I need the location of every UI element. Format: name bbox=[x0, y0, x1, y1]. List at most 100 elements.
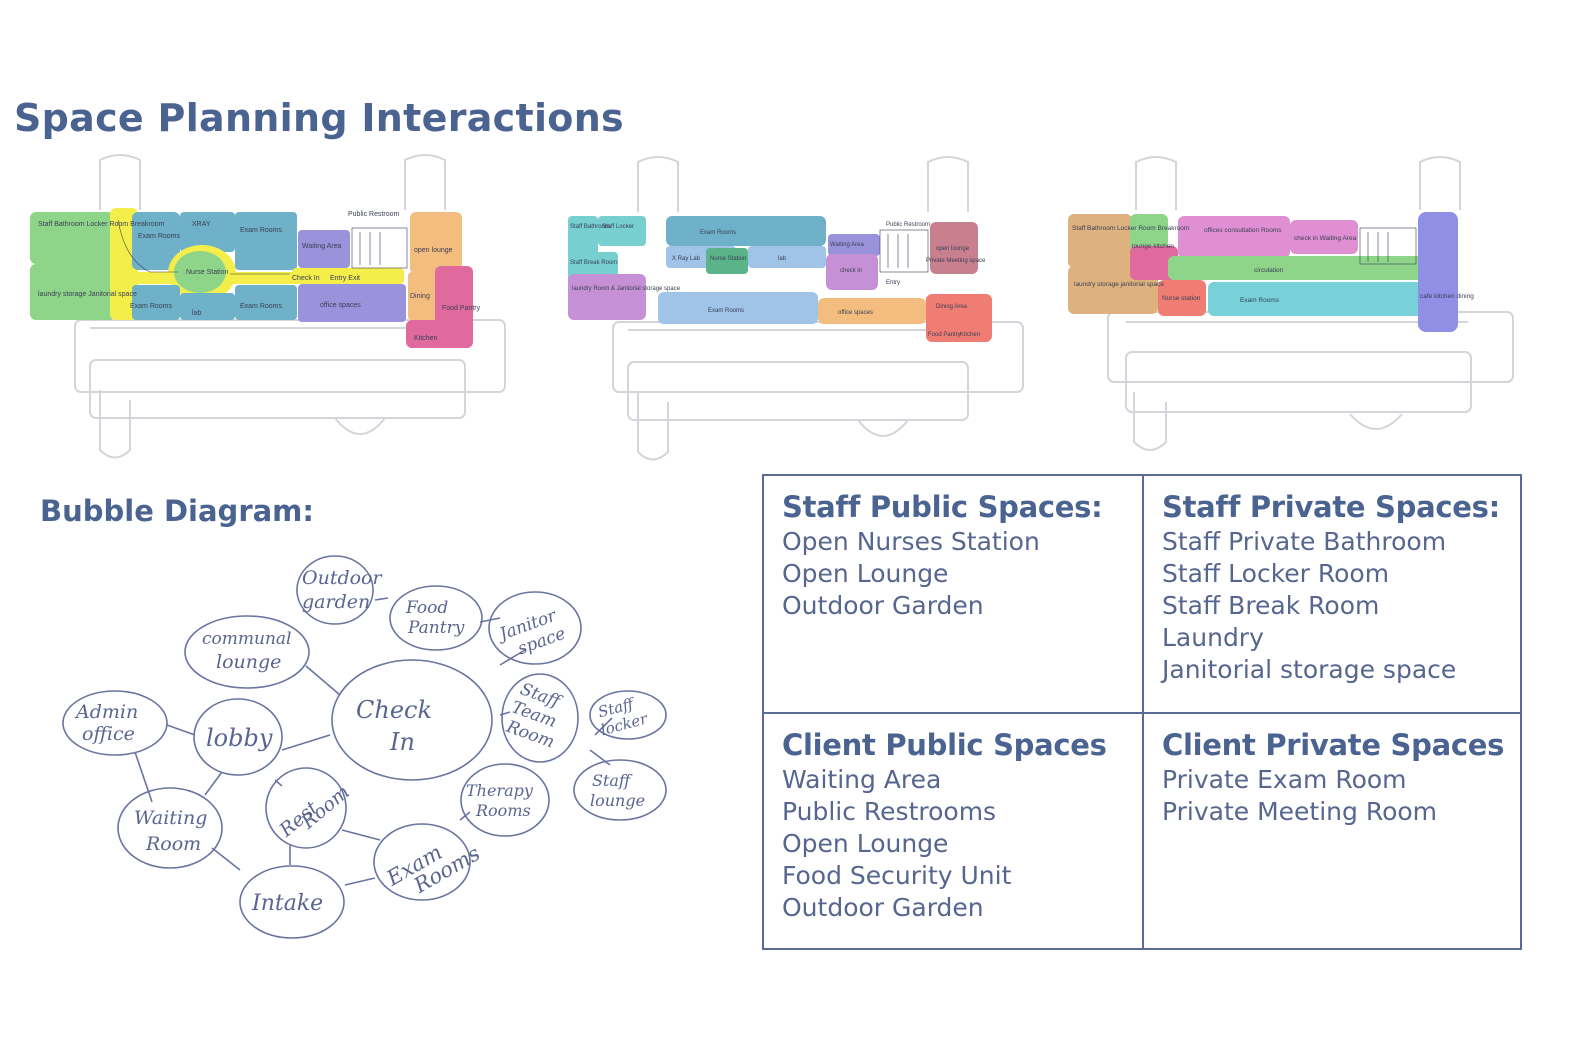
bubble-staff-lounge bbox=[573, 759, 667, 821]
bubble-label-outdoor-1: Outdoor bbox=[302, 567, 383, 589]
plan3-nurse-label: Nurse station bbox=[1162, 295, 1201, 302]
plan3-lounge-label: lounge kitchen bbox=[1132, 243, 1174, 250]
bubble-diagram: Outdoor garden Food Pantry communal loun… bbox=[62, 555, 667, 939]
list-item: Private Exam Room bbox=[1162, 765, 1407, 794]
plan2-lounge-label: open lounge bbox=[936, 246, 970, 252]
bubble-food-pantry bbox=[389, 585, 483, 651]
plan2-xray-label: X Ray Lab bbox=[672, 256, 701, 262]
plan1-food-label: Food Pantry bbox=[442, 305, 481, 312]
list-item: Outdoor Garden bbox=[782, 893, 984, 922]
plan1-lab-label: lab bbox=[192, 310, 201, 317]
staff-private-title: Staff Private Spaces: bbox=[1162, 490, 1500, 524]
bubble-label-lobby: lobby bbox=[206, 724, 273, 752]
list-item: Food Security Unit bbox=[782, 861, 1012, 890]
plan1-public-restroom-label: Public Restroom bbox=[348, 211, 400, 218]
plan1-staff-bath-label: Staff Bathroom Locker Room Breakroom bbox=[38, 221, 164, 228]
list-item: Public Restrooms bbox=[782, 797, 997, 826]
plan1-exam4-label: Exam Rooms bbox=[240, 303, 283, 310]
list-item: Open Lounge bbox=[782, 829, 949, 858]
client-public-title: Client Public Spaces bbox=[782, 728, 1107, 762]
bubble-label-therapy-2: Rooms bbox=[475, 801, 531, 820]
client-public-list: Waiting Area Public Restrooms Open Loung… bbox=[782, 764, 1142, 924]
plan1-xray-label: XRAY bbox=[192, 221, 211, 228]
list-item: Staff Break Room bbox=[1162, 591, 1380, 620]
bubble-label-outdoor-2: garden bbox=[302, 591, 370, 613]
bubble-label-therapy-1: Therapy bbox=[466, 781, 534, 800]
plan2-dining-label: Dining Area bbox=[936, 304, 968, 310]
floor-plans: Staff Bathroom Locker Room Breakroom lau… bbox=[30, 154, 1514, 461]
list-item: Outdoor Garden bbox=[782, 591, 984, 620]
list-item: Private Meeting Room bbox=[1162, 797, 1438, 826]
plan1-checkin-label: Check In bbox=[292, 275, 320, 282]
bubble-waiting-room bbox=[117, 787, 223, 869]
bubble-check-in bbox=[331, 659, 493, 781]
plan1-exam3-label: Exam Rooms bbox=[130, 303, 173, 310]
plan1-kitchen-label: Kitchen bbox=[414, 335, 437, 342]
client-private-cell: Client Private Spaces Private Exam Room … bbox=[1142, 712, 1520, 948]
bubble-label-waiting-1: Waiting bbox=[134, 807, 207, 829]
plan3-laundry-label: laundry storage janitorial space bbox=[1074, 281, 1164, 288]
plan1-laundry-label: laundry storage Janitorial space bbox=[38, 291, 137, 298]
floor-plan-3: Staff Bathroom Locker Room Breakroom lou… bbox=[1068, 156, 1514, 451]
plan2-lab-label: lab bbox=[778, 256, 787, 262]
staff-private-cell: Staff Private Spaces: Staff Private Bath… bbox=[1142, 476, 1520, 712]
plan2-waiting-label: Waiting Area bbox=[830, 242, 864, 248]
spaces-table: Staff Public Spaces: Open Nurses Station… bbox=[762, 474, 1522, 950]
floor-plan-2: Staff Bathroom Staff Locker Staff Break … bbox=[568, 156, 1024, 461]
bubble-therapy-rooms bbox=[460, 763, 550, 837]
bubble-lobby bbox=[193, 698, 283, 776]
bubble-communal-lounge bbox=[184, 615, 310, 689]
plan3-offices-label: offices consultation Rooms bbox=[1204, 227, 1282, 234]
staff-public-title: Staff Public Spaces: bbox=[782, 490, 1103, 524]
bubble-label-checkin-2: In bbox=[389, 728, 415, 756]
plan3-checkin-label: check in Waiting Area bbox=[1294, 235, 1357, 242]
plan1-nurse-label: Nurse Station bbox=[186, 269, 229, 276]
plan3-circulation-label: circulation bbox=[1254, 267, 1284, 274]
bubble-intake bbox=[239, 865, 345, 939]
plan2-exam-bottom-label: Exam Rooms bbox=[708, 308, 744, 314]
staff-public-list: Open Nurses Station Open Lounge Outdoor … bbox=[782, 526, 1142, 622]
bubble-admin-office bbox=[62, 690, 168, 756]
plan2-check-in-label: check in bbox=[840, 268, 862, 274]
bubble-label-waiting-2: Room bbox=[145, 833, 201, 855]
bubble-label-admin-1: Admin bbox=[74, 701, 138, 723]
bubble-diagram-title: Bubble Diagram: bbox=[40, 494, 314, 528]
bubble-exam-rooms bbox=[373, 823, 471, 901]
plan2-food-label: Food Pantry bbox=[928, 332, 961, 338]
plan1-exam2-label: Exam Rooms bbox=[240, 227, 283, 234]
plan2-exam-top-label: Exam Rooms bbox=[700, 230, 736, 236]
list-item: Staff Locker Room bbox=[1162, 559, 1390, 588]
bubble-label-food-2: Pantry bbox=[407, 618, 465, 638]
plan3-exam-label: Exam Rooms bbox=[1240, 297, 1280, 304]
client-private-list: Private Exam Room Private Meeting Room bbox=[1162, 764, 1520, 828]
plan2-staff-locker-label: Staff Locker bbox=[602, 224, 634, 230]
bubble-label-intake: Intake bbox=[251, 891, 323, 916]
bubble-label-food-1: Food bbox=[405, 598, 448, 618]
plan1-lounge-label: open lounge bbox=[414, 247, 453, 254]
list-item: Open Lounge bbox=[782, 559, 949, 588]
list-item: Janitorial storage space bbox=[1162, 655, 1457, 684]
bubble-outdoor-garden bbox=[296, 555, 374, 625]
plan2-office-label: office spaces bbox=[838, 310, 873, 316]
plan2-public-bath-label: Public Restroom bbox=[886, 222, 930, 228]
plan1-office-label: office spaces bbox=[320, 302, 361, 309]
client-public-cell: Client Public Spaces Waiting Area Public… bbox=[764, 712, 1142, 948]
plan1-waiting-label: Waiting Area bbox=[302, 243, 342, 250]
plan2-staff-break-label: Staff Break Room bbox=[570, 260, 617, 266]
bubble-staff-locker bbox=[589, 690, 667, 740]
bubble-label-admin-2: office bbox=[82, 723, 135, 745]
bubble-staff-team-room bbox=[501, 673, 579, 763]
plan1-exam1-label: Exam Rooms bbox=[138, 233, 181, 240]
list-item: Waiting Area bbox=[782, 765, 942, 794]
staff-public-cell: Staff Public Spaces: Open Nurses Station… bbox=[764, 476, 1142, 712]
client-private-title: Client Private Spaces bbox=[1162, 728, 1505, 762]
bubble-label-communal-1: communal bbox=[202, 629, 291, 649]
page-title: Space Planning Interactions bbox=[14, 96, 624, 140]
plan2-nurse-label: Nurse Station bbox=[710, 256, 746, 262]
bubble-label-checkin-1: Check bbox=[356, 696, 432, 724]
bubble-label-stafflounge-1: Staff bbox=[592, 771, 633, 790]
plan2-entry-label: Entry bbox=[886, 280, 900, 286]
list-item: Open Nurses Station bbox=[782, 527, 1040, 556]
bubble-janitor-space bbox=[488, 591, 582, 665]
plan3-staff-bath-label: Staff Bathroom Locker Room Breakroom bbox=[1072, 225, 1189, 232]
